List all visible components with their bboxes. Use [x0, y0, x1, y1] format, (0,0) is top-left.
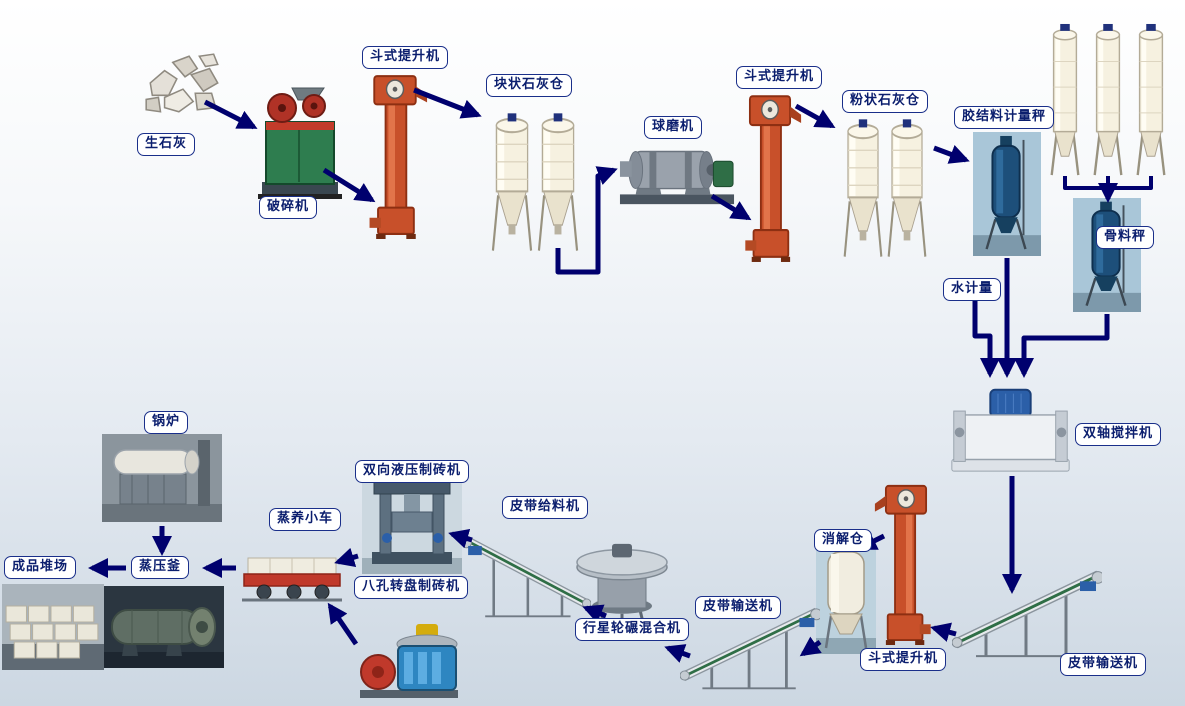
crusher-image	[257, 87, 343, 200]
hydraulic-brick-machine-image	[362, 478, 462, 574]
label-hydraulic-brick-machine: 双向液压制砖机	[355, 460, 470, 483]
binder-scale-image	[973, 132, 1041, 256]
digestion-silo-image	[816, 542, 876, 654]
steam-trolley-image	[242, 556, 342, 602]
arrow-planetary-mixer-to-feeder	[582, 604, 607, 624]
belt-feeder-image	[463, 535, 591, 618]
label-powder-lime-silo: 粉状石灰仓	[842, 90, 929, 113]
arrow-conveyor-right-to-elevator3	[930, 622, 957, 642]
label-autoclave: 蒸压釜	[131, 556, 190, 579]
autoclave-image	[102, 586, 224, 668]
bucket-elevator-3-image	[874, 484, 932, 646]
label-quicklime: 生石灰	[137, 133, 196, 156]
arrow-water-to-mixer	[972, 300, 1000, 378]
lump-lime-silo-image-1	[491, 112, 533, 253]
label-bucket-elevator-3: 斗式提升机	[860, 648, 947, 671]
label-binder-scale: 胶结料计量秤	[954, 106, 1055, 129]
flow-arrows	[88, 87, 1153, 663]
arrow-digestion-silo-to-conveyor-mid	[799, 636, 822, 657]
aggregate-silo-image-1	[1050, 22, 1080, 177]
bucket-elevator-2-image	[744, 95, 802, 263]
label-planetary-mixer: 行星轮碾混合机	[575, 618, 690, 641]
label-aggregate-scale: 骨料秤	[1096, 226, 1155, 249]
aggregate-scale-image	[1073, 198, 1141, 312]
bucket-elevator-1-image	[368, 75, 428, 240]
label-bucket-elevator-2: 斗式提升机	[736, 66, 823, 89]
arrow-powder-silo-to-binder-scale	[933, 145, 970, 164]
label-crusher: 破碎机	[259, 196, 318, 219]
aggregate-silo-image-3	[1136, 22, 1166, 177]
arrow-conveyor-mid-to-planetary-mixer	[664, 644, 691, 663]
arrow-aggregate-scale-to-mixer	[1014, 314, 1110, 378]
arrow-elevator2-to-powder-silo	[794, 103, 836, 129]
arrow-quicklime-to-crusher	[203, 99, 258, 130]
label-digestion-silo: 消解仓	[814, 529, 873, 552]
twin-shaft-mixer-image	[950, 388, 1071, 473]
label-product-yard: 成品堆场	[4, 556, 77, 579]
arrow-feeder-to-brick-machine	[448, 529, 473, 549]
label-lump-lime-silo: 块状石灰仓	[486, 74, 573, 97]
powder-lime-silo-image-1	[842, 118, 884, 259]
label-twin-shaft-mixer: 双轴搅拌机	[1075, 423, 1162, 446]
label-belt-conveyor-mid: 皮带输送机	[695, 596, 782, 619]
label-belt-conveyor-right: 皮带输送机	[1060, 653, 1147, 676]
arrow-rotary-press-to-trolley	[327, 602, 359, 646]
belt-conveyor-right-image	[952, 570, 1102, 658]
belt-conveyor-mid-image	[680, 607, 820, 690]
lump-lime-silo-image-2	[537, 112, 579, 253]
arrow-lump-silo-to-ball-mill	[555, 166, 618, 275]
label-boiler: 锅炉	[144, 411, 189, 434]
label-belt-feeder: 皮带给料机	[502, 496, 589, 519]
label-steam-trolley: 蒸养小车	[269, 508, 342, 531]
label-bucket-elevator-1: 斗式提升机	[362, 46, 449, 69]
arrow-elevator1-to-lump-silo	[413, 87, 482, 119]
arrow-press-to-trolley	[334, 547, 359, 567]
label-ball-mill: 球磨机	[644, 116, 703, 139]
product-yard-image	[2, 584, 104, 670]
aggregate-silo-image-2	[1093, 22, 1123, 177]
arrow-crusher-to-elevator1	[322, 167, 376, 203]
boiler-image	[102, 434, 222, 522]
label-rotary-brick-machine: 八孔转盘制砖机	[354, 576, 469, 599]
powder-lime-silo-image-2	[886, 118, 928, 259]
rotary-brick-machine-image	[359, 623, 459, 699]
label-water-meter: 水计量	[943, 278, 1002, 301]
arrow-ball-mill-to-elevator2	[710, 193, 752, 221]
